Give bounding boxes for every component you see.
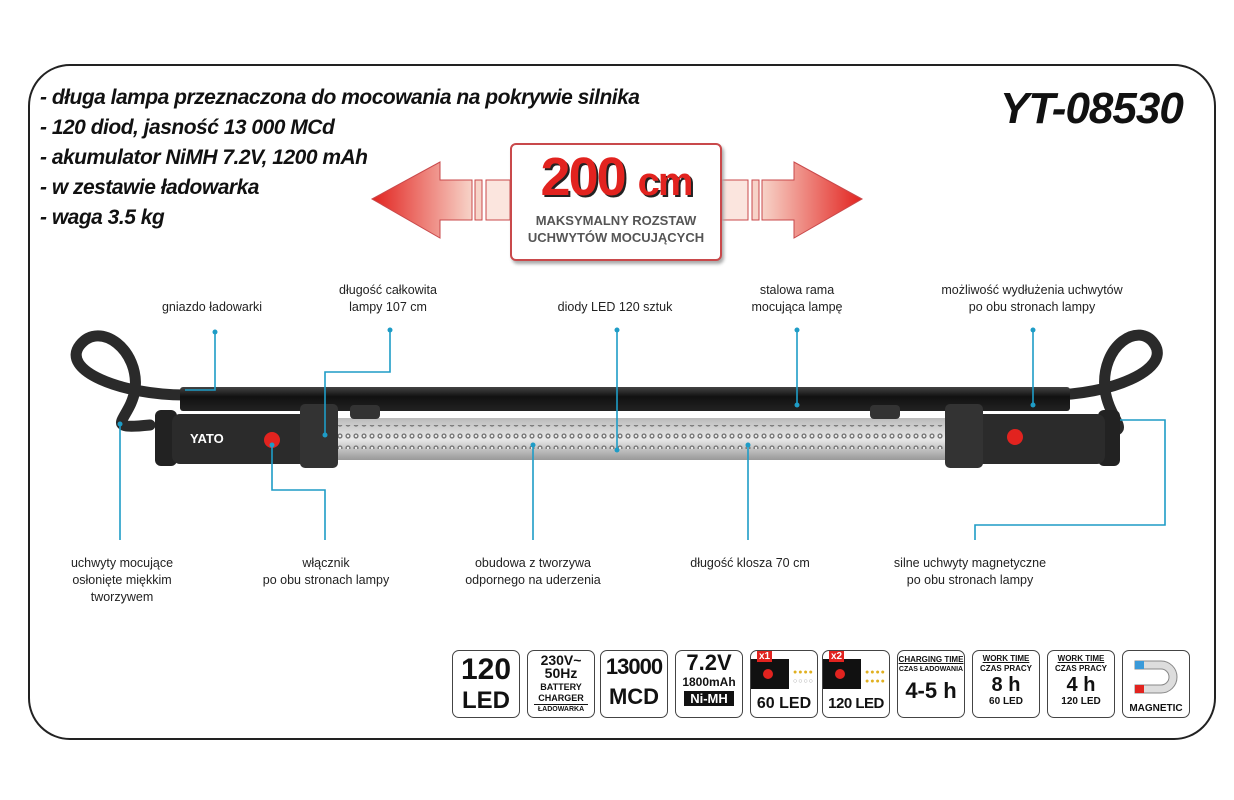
badge-charger: 230V~ 50Hz BATTERY CHARGER ŁADOWARKA bbox=[527, 650, 595, 718]
spread-unit: cm bbox=[637, 160, 694, 204]
feature-1: - długa lampa przeznaczona do mocowania … bbox=[40, 86, 640, 109]
callout-cover-length: długość klosza 70 cm bbox=[690, 556, 810, 570]
feature-3: - akumulator NiMH 7.2V, 1200 mAh bbox=[40, 146, 368, 169]
badge-brightness: 13000 MCD bbox=[600, 650, 668, 718]
arrow-left-icon bbox=[370, 161, 511, 239]
badge-magnetic: MAGNETIC bbox=[1122, 650, 1190, 718]
badge-mode-60: x1 ●●●● ○○○○ 60 LED bbox=[750, 650, 818, 718]
badge-work-time-60: WORK TIME CZAS PRACY 8 h 60 LED bbox=[972, 650, 1040, 718]
spread-value: 200 bbox=[540, 147, 627, 207]
feature-2: - 120 diod, jasność 13 000 MCd bbox=[40, 116, 335, 139]
arrow-right-icon bbox=[721, 161, 864, 239]
banner-line-2: UCHWYTÓW MOCUJĄCYCH bbox=[527, 230, 705, 245]
feature-5: - waga 3.5 kg bbox=[40, 206, 165, 229]
callout-leds: diody LED 120 sztuk bbox=[557, 300, 673, 314]
banner-line-1: MAKSYMALNY ROZSTAW bbox=[535, 213, 697, 228]
magnet-icon bbox=[1134, 660, 1178, 694]
frame bbox=[28, 64, 1216, 740]
feature-4: - w zestawie ładowarka bbox=[40, 176, 259, 199]
badge-work-time-120: WORK TIME CZAS PRACY 4 h 120 LED bbox=[1047, 650, 1115, 718]
power-button-right bbox=[1007, 429, 1023, 445]
badge-mode-120: x2 ●●●● ●●●● 120 LED bbox=[822, 650, 890, 718]
model-number: YT-08530 bbox=[1000, 84, 1184, 133]
callout-lines bbox=[119, 330, 1166, 540]
spread-banner: 200 cm MAKSYMALNY ROZSTAW UCHWYTÓW MOCUJ… bbox=[510, 143, 722, 261]
power-button-left bbox=[264, 432, 280, 448]
callout-charger-socket: gniazdo ładowarki bbox=[161, 300, 263, 314]
led-array bbox=[335, 425, 945, 449]
badge-battery: 7.2V 1800mAh Ni-MH bbox=[675, 650, 743, 718]
brand-logo: YATO bbox=[190, 431, 224, 446]
badge-charging-time: CHARGING TIME CZAS ŁADOWANIA 4-5 h bbox=[897, 650, 965, 718]
